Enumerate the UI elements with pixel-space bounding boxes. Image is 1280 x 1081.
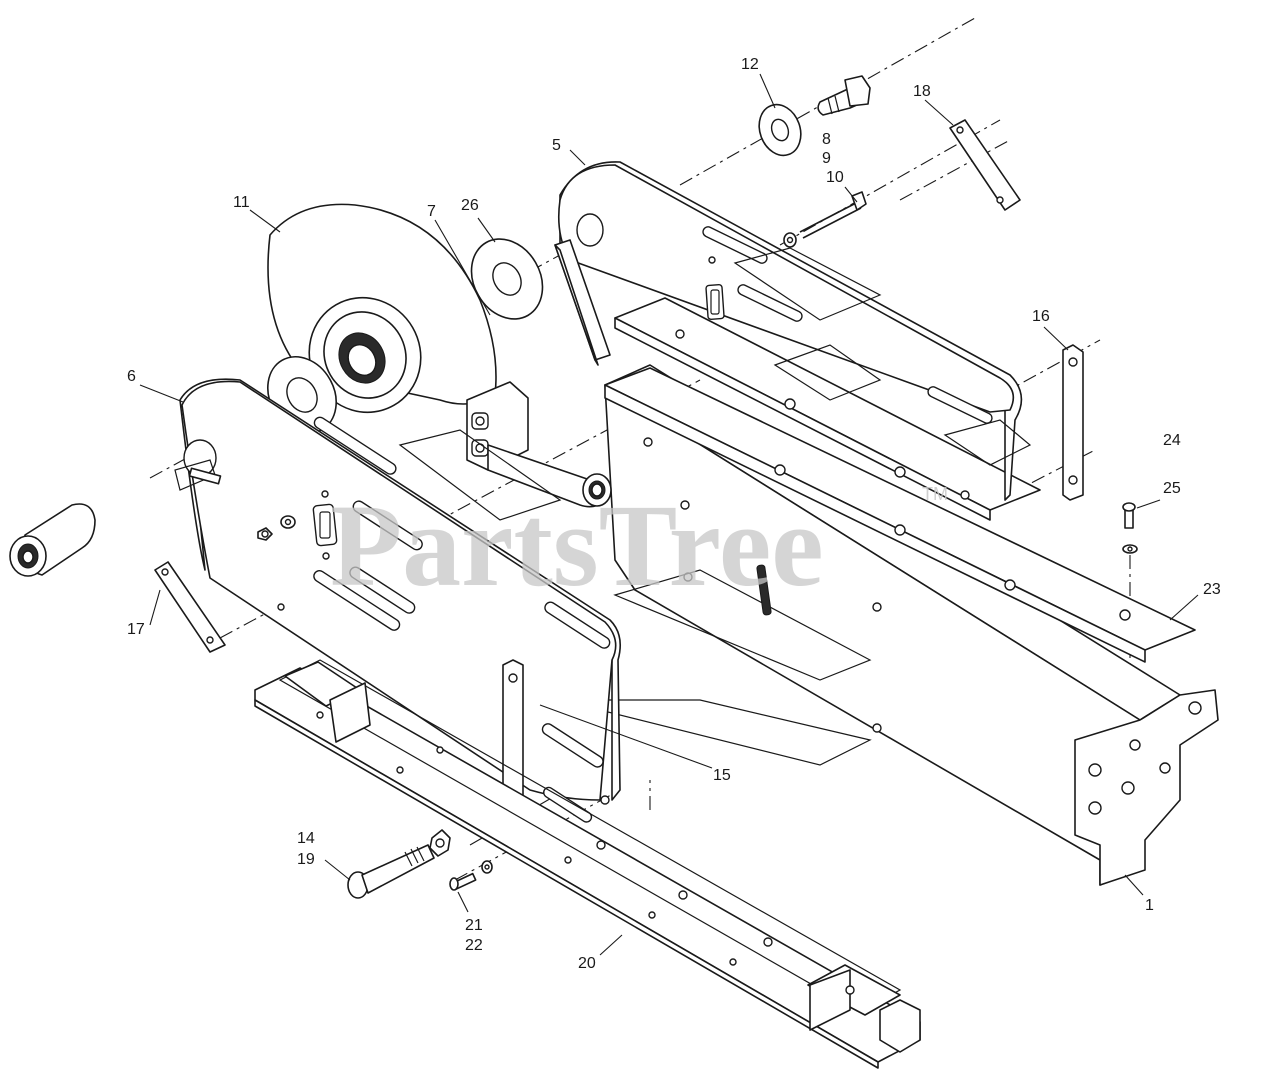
callout-7: 7: [427, 203, 436, 220]
callout-19: 19: [297, 851, 315, 868]
watermark: PartsTree TM: [330, 480, 948, 611]
screw-24-25: [1122, 502, 1138, 554]
callout-6: 6: [127, 368, 136, 385]
bolt-8-9-10: [783, 191, 867, 248]
callout-5: 5: [552, 137, 561, 154]
callout-26: 26: [461, 197, 479, 214]
callout-16: 16: [1032, 308, 1050, 325]
link-18: [949, 119, 1021, 211]
bushing: [9, 503, 96, 577]
flat-bar-23: [604, 367, 1196, 663]
bar-16: [1062, 344, 1084, 501]
watermark-trademark: TM: [922, 484, 948, 504]
washer-12: [758, 103, 802, 157]
callout-10: 10: [826, 169, 844, 186]
link-17: [154, 561, 226, 653]
callouts: 12 8 9 10 18 5 11 7 26 6 16 24 25 23 17 …: [127, 56, 1221, 972]
bolt-top: [817, 75, 871, 116]
leader-lines: [139, 73, 1199, 956]
callout-21: 21: [465, 917, 483, 934]
callout-18: 18: [913, 83, 931, 100]
callout-9: 9: [822, 150, 831, 167]
nut-washer-6: [257, 515, 296, 541]
side-plate-5: [557, 161, 1032, 501]
watermark-text: PartsTree: [330, 480, 824, 611]
lower-rail-20: [254, 659, 921, 1069]
pulley-11: [267, 203, 497, 414]
bolt-14-19: [347, 829, 451, 899]
callout-15: 15: [713, 767, 731, 784]
shaft-housing: [466, 381, 612, 508]
callout-24: 24: [1163, 432, 1181, 449]
callout-8: 8: [822, 131, 831, 148]
callout-11: 11: [233, 194, 250, 211]
callout-25: 25: [1163, 480, 1181, 497]
callout-20: 20: [578, 955, 596, 972]
washer-26: [470, 238, 544, 320]
callout-23: 23: [1203, 581, 1221, 598]
callout-17: 17: [127, 621, 145, 638]
callout-22: 22: [465, 937, 483, 954]
callout-12: 12: [741, 56, 759, 73]
spacer-bar-7: [554, 239, 611, 366]
top-plate: [614, 297, 1041, 521]
callout-14: 14: [297, 830, 315, 847]
screw-21-22: [449, 860, 493, 891]
callout-1: 1: [1145, 897, 1154, 914]
